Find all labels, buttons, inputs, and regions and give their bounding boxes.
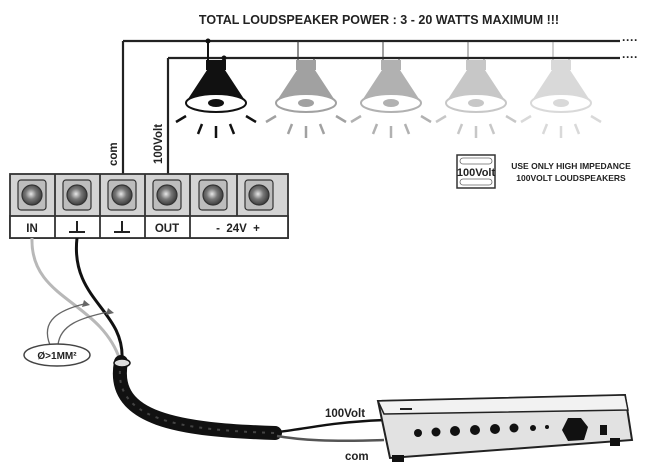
amp-knob-icon [470,425,480,435]
impedance-note: 100Volt USE ONLY HIGH IMPEDANCE 100VOLT … [456,154,631,189]
note-line-2: 100VOLT LOUDSPEAKERS [516,173,626,183]
screw-icon [248,184,270,206]
cable-diameter-label: Ø>1MM² [37,351,77,362]
badge-text: 100Volt [457,167,496,179]
com-wire-label: com [108,142,120,166]
amp-knob-icon [545,425,549,429]
amp-knob-icon [530,425,536,431]
amp-knob-icon [490,424,500,434]
note-line-1: USE ONLY HIGH IMPEDANCE [511,161,631,171]
black-wire [74,237,124,361]
ground-icon [114,221,130,233]
amp-knob-icon [509,423,519,433]
terminal-screws [17,179,274,211]
amp-volume-knob-icon [562,418,588,441]
amp-knob-icon [450,426,460,436]
bus-continuation-1: ···· [622,33,638,47]
speaker-icon [265,41,347,138]
amplifier: 100Volt com [325,393,634,463]
speaker-icon [350,41,432,138]
callout-ellipse [23,343,91,367]
amp-knob-icon [431,427,441,437]
amp-100volt-label: 100Volt [325,408,365,420]
terminal-block: IN OUT - 24V + [9,173,289,239]
100volt-badge [456,154,496,189]
screw-icon [202,184,224,206]
speaker-icon [520,41,602,138]
volt-wire-label: 100Volt [153,124,165,164]
speaker-row [175,38,602,138]
terminal-label-in: IN [26,223,38,235]
bus-continuation-2: ···· [622,50,638,64]
terminal-label-out: OUT [155,223,179,235]
screw-icon [156,184,178,206]
screw-icon [111,184,133,206]
amp-com-label: com [345,451,369,463]
speaker-bus: ···· ···· com 100Volt [108,33,638,178]
amp-knob-icon [414,429,422,437]
ground-icon [69,221,85,233]
speaker-icon [175,38,257,138]
input-cable [30,237,385,443]
screw-icon [21,184,43,206]
speaker-icon [435,41,517,138]
amp-power-switch-icon [600,425,607,435]
wire-diameter-callout: Ø>1MM² [23,300,114,367]
grey-wire [30,237,122,361]
screw-icon [66,184,88,206]
terminal-label-24v: - 24V + [216,223,260,235]
diagram-title: TOTAL LOUDSPEAKER POWER : 3 - 20 WATTS M… [199,13,559,27]
cable-sheath [112,355,282,440]
